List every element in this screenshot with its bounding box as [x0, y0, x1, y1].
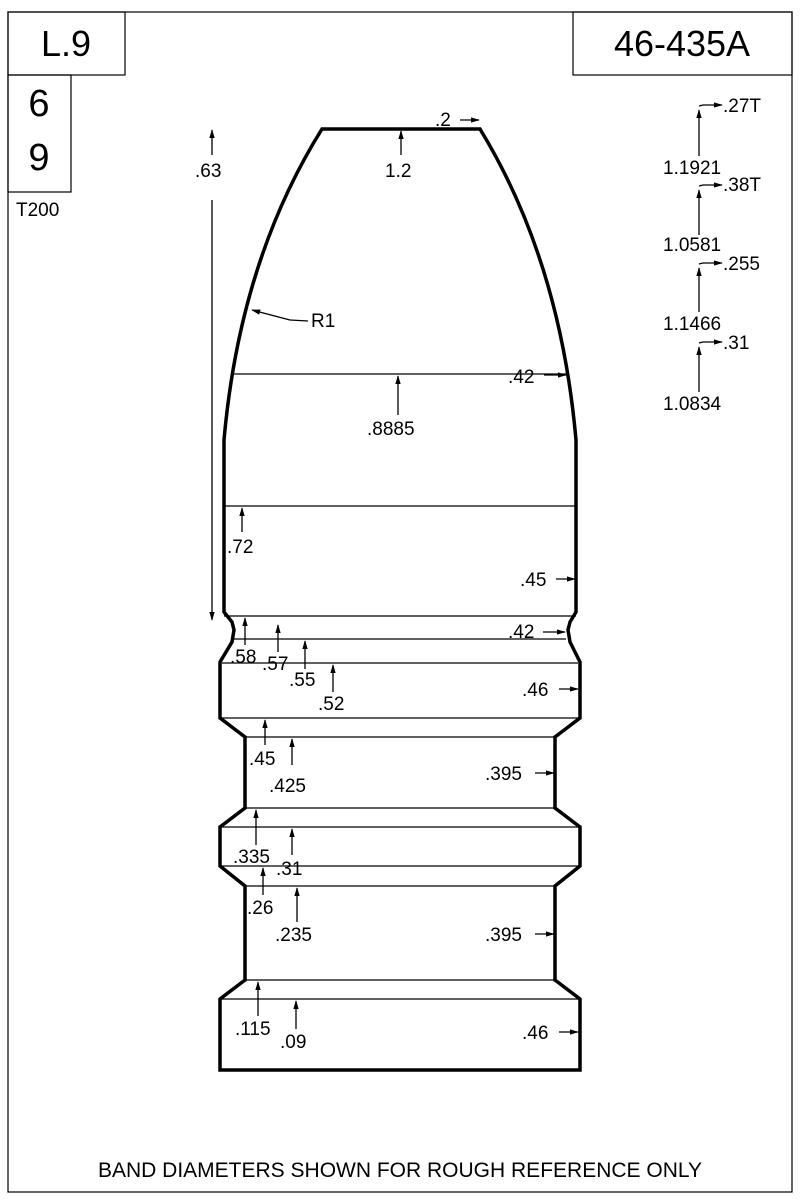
base-offset-label: .46 [522, 1023, 548, 1044]
groove2-offset-label: .395 [485, 764, 522, 785]
side-diameter-2: 1.0581 [663, 235, 721, 256]
side-diameter-3: 1.1466 [663, 314, 721, 335]
side-thickness-1: .27T [723, 96, 761, 117]
alloy-note: T200 [16, 200, 59, 221]
side-dimensions: .27T 1.1921 .38T 1.0581 .255 1.1466 .31 … [663, 96, 761, 415]
drawing-frame [7, 11, 793, 1193]
cavity-top: 6 [28, 83, 49, 125]
side-thickness-3: .255 [723, 254, 760, 275]
groove-mid-label: .57 [262, 654, 288, 675]
band2-lower-label: .31 [276, 859, 302, 880]
mold-code: L.9 [41, 23, 91, 64]
base-top-label: .115 [235, 1019, 271, 1040]
side-diameter-4: 1.0834 [663, 394, 722, 415]
groove-lower-label: .55 [289, 670, 315, 691]
groove2-top-label: .45 [249, 749, 275, 770]
band-top-label: .52 [318, 694, 344, 715]
body-offset-label: .45 [520, 570, 546, 591]
groove-top-label: .58 [230, 647, 256, 668]
groove3-offset-label: .395 [485, 925, 522, 946]
footer-note: BAND DIAMETERS SHOWN FOR ROUGH REFERENCE… [98, 1159, 702, 1182]
driving-band-height-label: .72 [227, 537, 253, 558]
bullet-profile [218, 127, 582, 1072]
side-diameter-1: 1.1921 [663, 158, 721, 179]
part-number-box [572, 11, 793, 76]
base-lower-label: .09 [280, 1032, 306, 1053]
meplat-offset-label: .2 [435, 110, 451, 131]
nose-band-offset-label: .42 [508, 367, 534, 388]
band2-top-label: .335 [233, 847, 270, 868]
groove3-top-label: .26 [247, 898, 273, 919]
cavity-bottom: 9 [28, 137, 49, 179]
meplat-diameter-label: 1.2 [385, 161, 411, 182]
groove2-lower-label: .425 [269, 776, 306, 797]
part-number: 46-435A [614, 23, 750, 64]
cavity-box [7, 74, 72, 193]
radius-label: R1 [311, 311, 335, 332]
side-thickness-2: .38T [723, 175, 761, 196]
groove3-lower-label: .235 [275, 925, 312, 946]
band-offset-1-label: .46 [522, 680, 548, 701]
groove-offset-label: .42 [508, 622, 534, 643]
side-thickness-4: .31 [723, 333, 749, 354]
nose-length-label: .63 [195, 161, 221, 182]
nose-band-diameter-label: .8885 [367, 419, 415, 440]
